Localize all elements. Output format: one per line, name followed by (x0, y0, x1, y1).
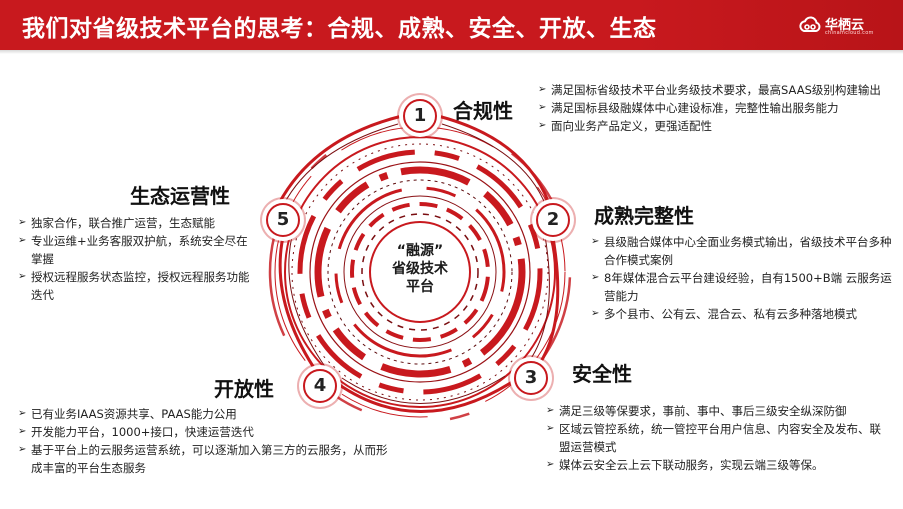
section-3-heading: 安全性 (572, 362, 632, 386)
section-3-number: 3 (514, 361, 548, 395)
section-1-bullet: 面向业务产品定义，更强适配性 (538, 117, 883, 135)
page-title: 我们对省级技术平台的思考：合规、成熟、安全、开放、生态 (22, 16, 657, 42)
center-label: “融源” 省级技术 平台 (370, 242, 470, 296)
section-5-heading: 生态运营性 (130, 184, 230, 208)
section-5-bullet: 独家合作，联合推广运营，生态赋能 (18, 214, 258, 232)
section-1-bullet: 满足国标省级技术平台业务级技术要求，最高SAAS级别构建输出 (538, 81, 883, 99)
section-2-bullet: 县级融合媒体中心全面业务模式输出，省级技术平台多种合作模式案例 (591, 233, 896, 269)
center-line-3: 平台 (406, 279, 434, 295)
section-5-bullet: 授权远程服务状态监控，授权远程服务功能迭代 (18, 268, 258, 304)
title-bar: 我们对省级技术平台的思考：合规、成熟、安全、开放、生态 华栖云 chinamcl… (0, 0, 903, 50)
logo: 华栖云 chinamcloud.com (798, 13, 898, 39)
section-4-bullets: 已有业务IAAS资源共享、PAAS能力公用 开发能力平台，1000+接口，快速运… (18, 405, 398, 477)
section-1-bullets: 满足国标省级技术平台业务级技术要求，最高SAAS级别构建输出 满足国标县级融媒体… (538, 81, 883, 135)
section-4-bullet: 已有业务IAAS资源共享、PAAS能力公用 (18, 405, 398, 423)
section-1-bullet: 满足国标县级融媒体中心建设标准，完整性输出服务能力 (538, 99, 883, 117)
section-4-heading: 开放性 (214, 377, 274, 401)
logo-name: 华栖云 (825, 18, 865, 33)
section-4-bullet: 基于平台上的云服务运营系统，可以逐渐加入第三方的云服务，从而形成丰富的平台生态服… (18, 441, 398, 477)
center-line-1: “融源” (396, 243, 444, 259)
section-2-bullet: 多个县市、公有云、混合云、私有云多种落地模式 (591, 305, 896, 323)
cloud-logo-icon (799, 16, 821, 32)
section-4-number: 4 (303, 369, 337, 403)
section-3-bullet: 媒体云安全云上云下联动服务，实现云端三级等保。 (546, 456, 891, 474)
section-3-bullet: 区域云管控系统，统一管控平台用户信息、内容安全及发布、联盟运营模式 (546, 420, 891, 456)
section-1-heading: 合规性 (453, 99, 513, 123)
title-divider (0, 50, 903, 54)
section-3-bullet: 满足三级等保要求，事前、事中、事后三级安全纵深防御 (546, 402, 891, 420)
section-5-bullets: 独家合作，联合推广运营，生态赋能 专业运维+业务客服双护航，系统安全尽在掌握 授… (18, 214, 258, 304)
center-line-2: 省级技术 (392, 261, 448, 277)
section-2-number: 2 (536, 203, 570, 237)
section-2-heading: 成熟完整性 (594, 204, 694, 228)
section-4-bullet: 开发能力平台，1000+接口，快速运营迭代 (18, 423, 398, 441)
section-3-bullets: 满足三级等保要求，事前、事中、事后三级安全纵深防御 区域云管控系统，统一管控平台… (546, 402, 891, 474)
section-2-bullet: 8年媒体混合云平台建设经验，自有1500+B端 云服务运营能力 (591, 269, 896, 305)
section-2-bullets: 县级融合媒体中心全面业务模式输出，省级技术平台多种合作模式案例 8年媒体混合云平… (591, 233, 896, 323)
section-1-number: 1 (403, 99, 437, 133)
section-5-number: 5 (266, 203, 300, 237)
logo-subtitle: chinamcloud.com (825, 30, 874, 36)
section-5-bullet: 专业运维+业务客服双护航，系统安全尽在掌握 (18, 232, 258, 268)
